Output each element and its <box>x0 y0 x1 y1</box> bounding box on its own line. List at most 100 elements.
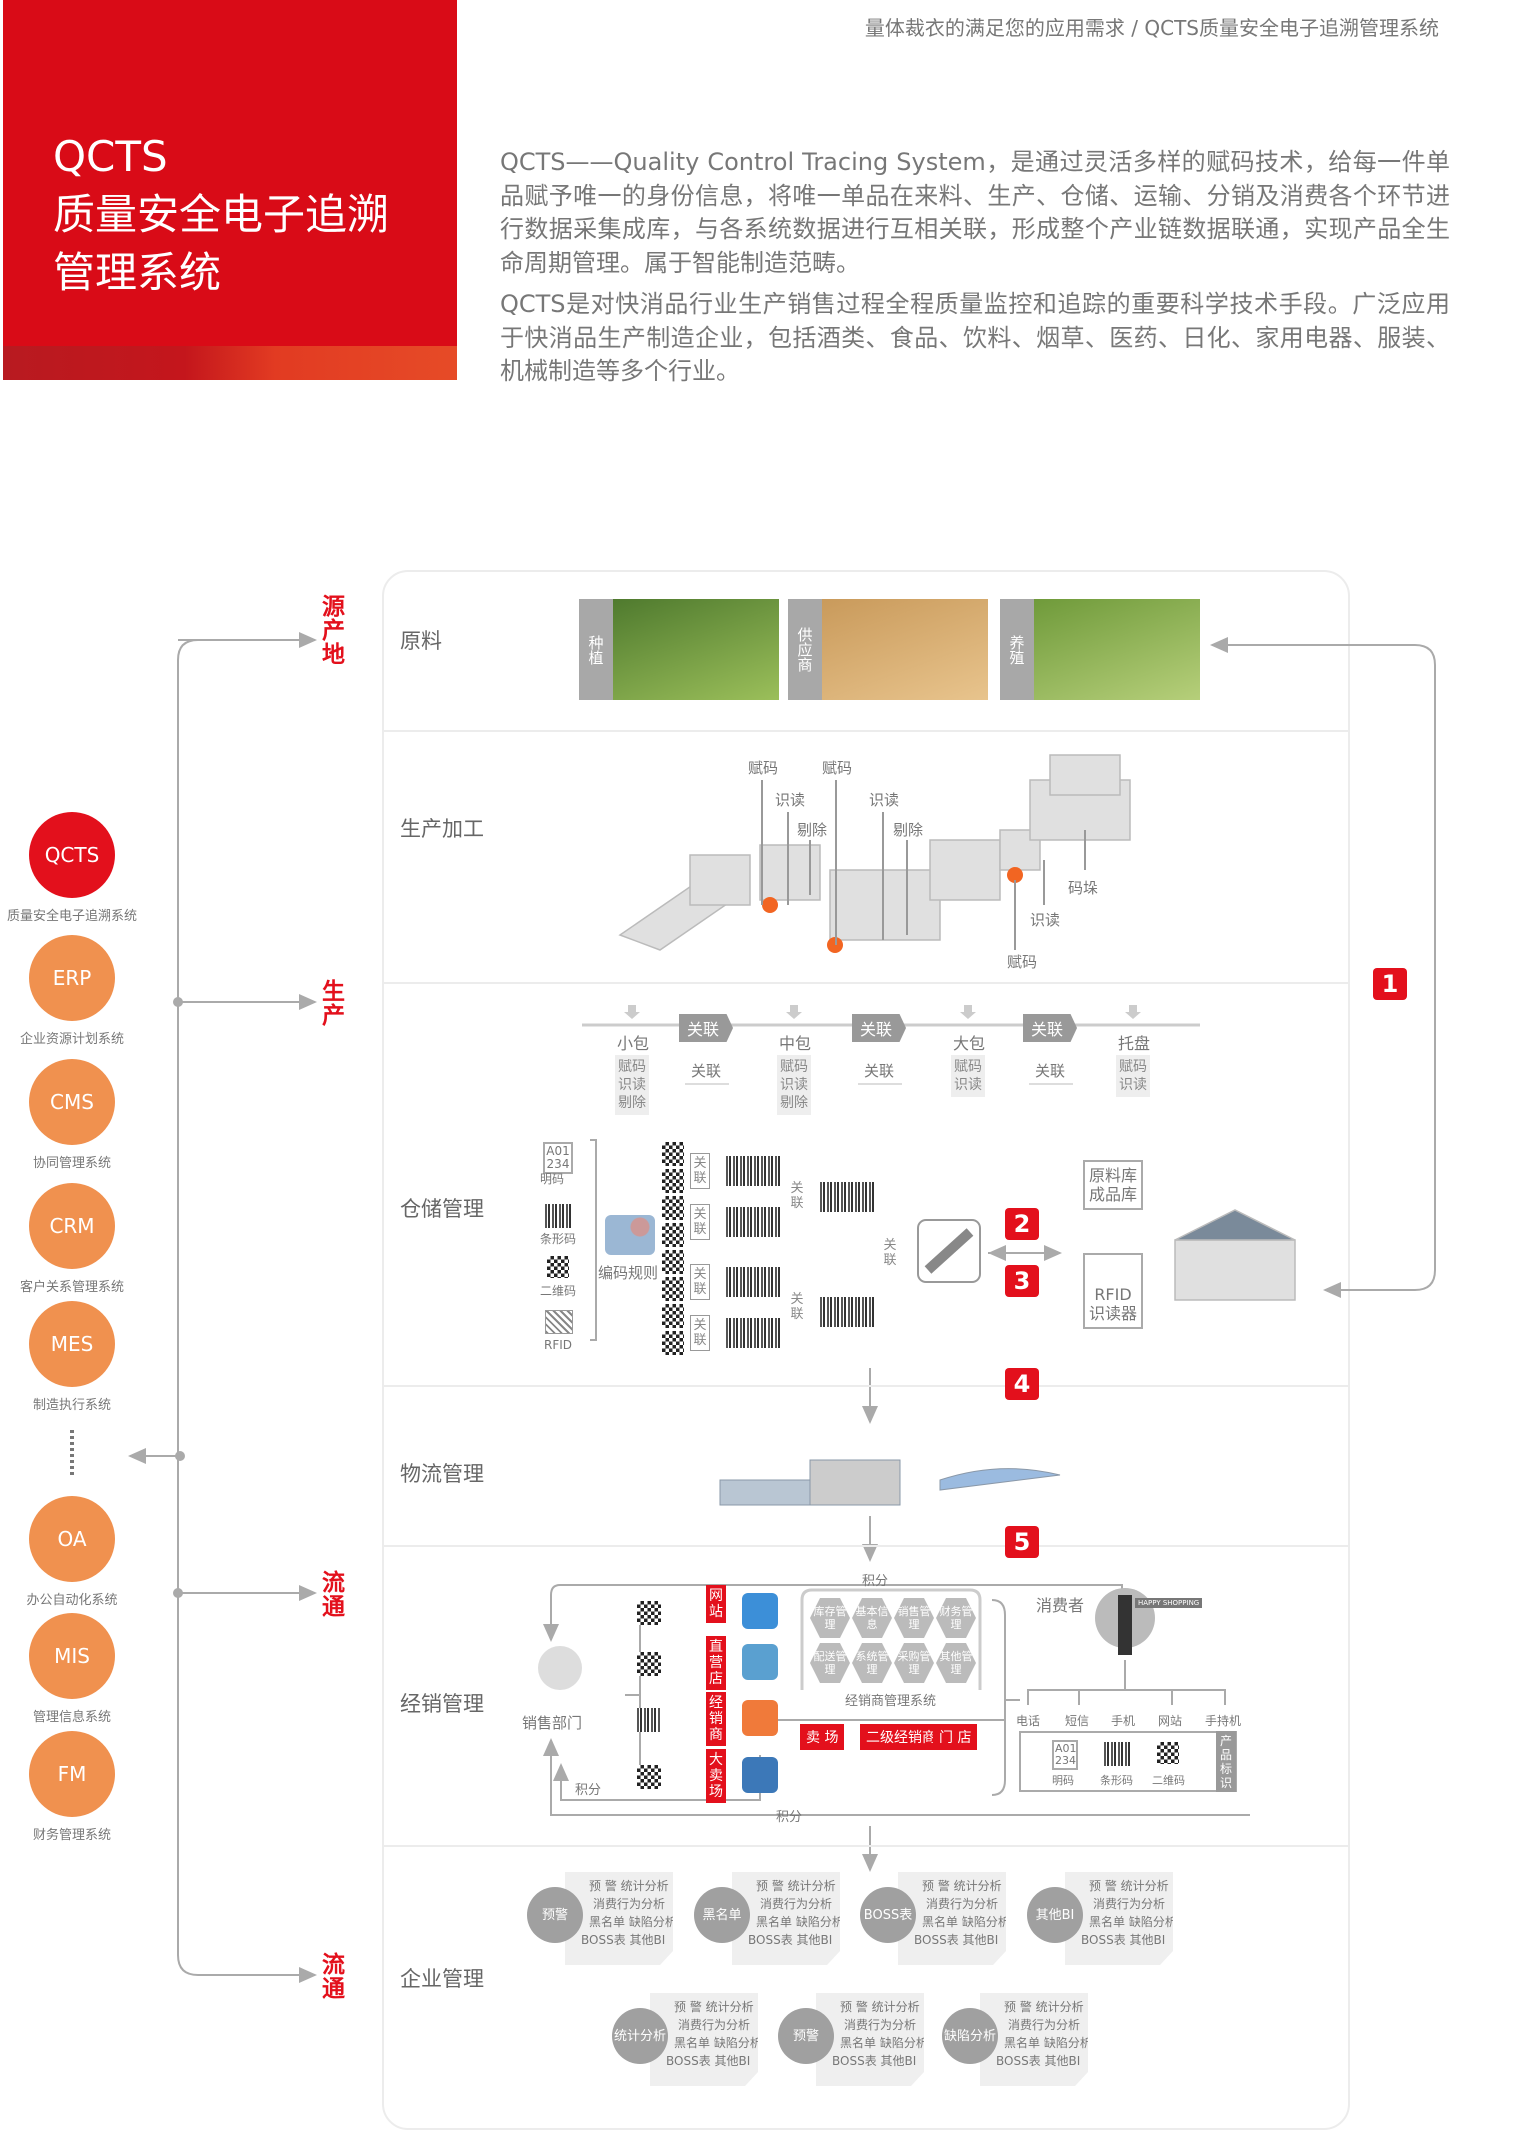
analysis-circle[interactable]: 预警 <box>527 1887 583 1943</box>
module-hex: 其他管理 <box>936 1643 976 1683</box>
contact-channel: 电话 <box>1016 1714 1041 1728</box>
barcode-icon <box>545 1204 571 1228</box>
hero-title-line: 管理系统 <box>53 248 222 297</box>
system-circle-erp[interactable]: ERP <box>29 935 115 1021</box>
system-circle-mis[interactable]: MIS <box>29 1613 115 1699</box>
system-label: 制造执行系统 <box>32 1398 111 1413</box>
section-label-raw: 原料 <box>400 629 442 653</box>
system-circle-crm[interactable]: CRM <box>29 1183 115 1269</box>
points-label: 积分 <box>862 1574 889 1589</box>
card-line: 消费行为分析 <box>844 2018 917 2032</box>
qr-code-icon <box>662 1250 684 1274</box>
rfid-icon <box>545 1310 573 1334</box>
system-circle-mes[interactable]: MES <box>29 1301 115 1387</box>
analysis-circle[interactable]: 统计分析 <box>612 2008 668 2064</box>
raw-photo: 养殖 <box>1000 599 1200 700</box>
right-arrow-icon <box>858 1083 902 1085</box>
system-circle-cms[interactable]: CMS <box>29 1059 115 1145</box>
raw-photo-image <box>613 599 779 700</box>
link-box: 关联 <box>690 1153 710 1189</box>
raw-photo-label: 供应商 <box>788 599 822 700</box>
link-box: 关联 <box>690 1315 710 1351</box>
hero-title-line: 质量安全电子追溯 <box>53 190 390 239</box>
link-box: 关联 <box>883 1238 897 1268</box>
link-tag: 关联 <box>852 1014 907 1042</box>
card-line: 消费行为分析 <box>1093 1897 1166 1911</box>
production-step-label: 识读 <box>1030 911 1061 929</box>
contact-channel: 短信 <box>1065 1714 1090 1728</box>
store-label: 原料库成品库 <box>1083 1160 1143 1210</box>
analysis-circle[interactable]: 黑名单 <box>694 1887 750 1943</box>
system-circle-fm[interactable]: FM <box>29 1731 115 1817</box>
channel-icon <box>742 1757 778 1793</box>
package-level: 托盘 <box>1118 1034 1151 1053</box>
card-line: 黑名单 缺陷分析 <box>756 1915 844 1929</box>
down-arrow-icon <box>960 1005 976 1019</box>
analysis-circle[interactable]: 其他BI <box>1027 1887 1083 1943</box>
person-computer-icon <box>605 1215 655 1255</box>
link-box: 关联 <box>790 1181 804 1211</box>
stage-label: 生产 <box>322 979 345 1029</box>
raw-photo-label: 种植 <box>579 599 613 700</box>
package-level: 小包 <box>617 1034 650 1053</box>
system-label: 质量安全电子追溯系统 <box>6 909 137 924</box>
consumer-label: 消费者 <box>1036 1596 1085 1615</box>
card-line: 黑名单 缺陷分析 <box>589 1915 677 1929</box>
module-hex: 销售管理 <box>894 1598 934 1638</box>
barcode-icon <box>726 1156 780 1186</box>
barcode-icon <box>726 1267 780 1297</box>
analysis-circle[interactable]: 预警 <box>778 2008 834 2064</box>
plain-code-icon: A01 234 <box>1052 1740 1078 1770</box>
code-icon <box>637 1652 661 1676</box>
section-label-enterprise: 企业管理 <box>400 1967 484 1991</box>
qr-code-icon <box>547 1256 569 1278</box>
module-hex: 财务管理 <box>936 1598 976 1638</box>
card-line: 消费行为分析 <box>760 1897 833 1911</box>
contact-channel: 手机 <box>1111 1714 1136 1728</box>
step-badge: 2 <box>1005 1208 1039 1240</box>
step-badge: 1 <box>1373 968 1407 1000</box>
production-step-label: 赋码 <box>822 759 853 777</box>
production-step-label: 识读 <box>869 791 900 809</box>
card-line: 预 警 统计分析 <box>674 2000 754 2014</box>
happy-shopping-sign: HAPPY SHOPPING <box>1135 1598 1203 1608</box>
raw-photo-image <box>1034 599 1200 700</box>
qr-code-icon <box>662 1277 684 1301</box>
sales-dept-label: 销售部门 <box>522 1714 583 1732</box>
card-line: 预 警 统计分析 <box>589 1879 669 1893</box>
raw-photo: 种植 <box>579 599 779 700</box>
production-step-label: 码垛 <box>1068 879 1099 897</box>
barcode-icon <box>820 1297 874 1327</box>
barcode-icon <box>1104 1742 1130 1766</box>
link-box: 关联 <box>690 1264 710 1300</box>
barcode-icon <box>726 1207 780 1237</box>
ellipsis-dots <box>70 1430 74 1476</box>
system-circle-qcts[interactable]: QCTS <box>29 812 115 898</box>
code-type-label: RFID <box>544 1338 573 1352</box>
contact-channel: 网站 <box>1158 1714 1183 1728</box>
production-step-label: 剔除 <box>797 821 828 839</box>
card-line: 消费行为分析 <box>678 2018 751 2032</box>
intro-paragraph-1: QCTS——Quality Control Tracing System，是通过… <box>500 148 1450 277</box>
link-label: 关联 <box>864 1062 895 1080</box>
section-label-warehouse: 仓储管理 <box>400 1197 484 1221</box>
production-step-label: 剔除 <box>893 821 924 839</box>
barcode-icon <box>820 1182 874 1212</box>
card-line: BOSS表 其他BI <box>1081 1933 1166 1947</box>
card-line: BOSS表 其他BI <box>666 2054 751 2068</box>
raw-photo-image <box>822 599 988 700</box>
system-circle-oa[interactable]: OA <box>29 1496 115 1582</box>
card-line: 消费行为分析 <box>593 1897 666 1911</box>
package-ops: 赋码识读剔除 <box>615 1055 649 1115</box>
card-line: BOSS表 其他BI <box>914 1933 999 1947</box>
analysis-circle[interactable]: BOSS表 <box>860 1887 916 1943</box>
analysis-circle[interactable]: 缺陷分析 <box>942 2008 998 2064</box>
package-ops: 赋码识读 <box>1116 1055 1150 1097</box>
card-line: 黑名单 缺陷分析 <box>1089 1915 1177 1929</box>
